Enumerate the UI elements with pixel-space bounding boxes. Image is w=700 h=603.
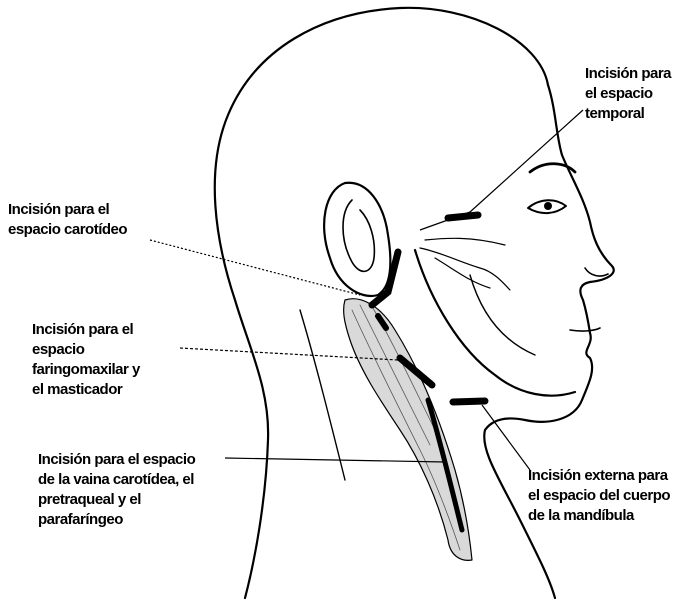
ear-inner: [343, 200, 374, 271]
leader-temporal: [420, 110, 583, 230]
label-incision-vaina-carotidea: Incisión para el espacio de la vaina car…: [38, 450, 195, 530]
incision-carotideo-mark: [372, 252, 398, 305]
label-incision-faringomaxilar: Incisión para el espacio faringomaxilar …: [32, 320, 140, 400]
leader-vaina: [225, 458, 445, 462]
label-incision-externa-mandibula: Incisión externa para el espacio del cue…: [528, 466, 670, 526]
facial-vessels: [420, 238, 510, 290]
neck-muscle: [344, 299, 472, 561]
lips: [570, 328, 600, 331]
head-outline: [215, 8, 548, 598]
ear-outline: [324, 183, 390, 296]
label-incision-temporal: Incisión para el espacio temporal: [585, 64, 671, 124]
nostril: [585, 268, 608, 276]
cheek-line: [470, 275, 535, 355]
neck-back-line: [300, 310, 345, 480]
label-incision-carotideo: Incisión para el espacio carotídeo: [8, 200, 127, 240]
leader-carotideo: [150, 240, 360, 295]
incision-temporal-mark: [448, 215, 478, 218]
incision-externa-mark: [453, 401, 485, 402]
jaw-line: [415, 250, 575, 396]
